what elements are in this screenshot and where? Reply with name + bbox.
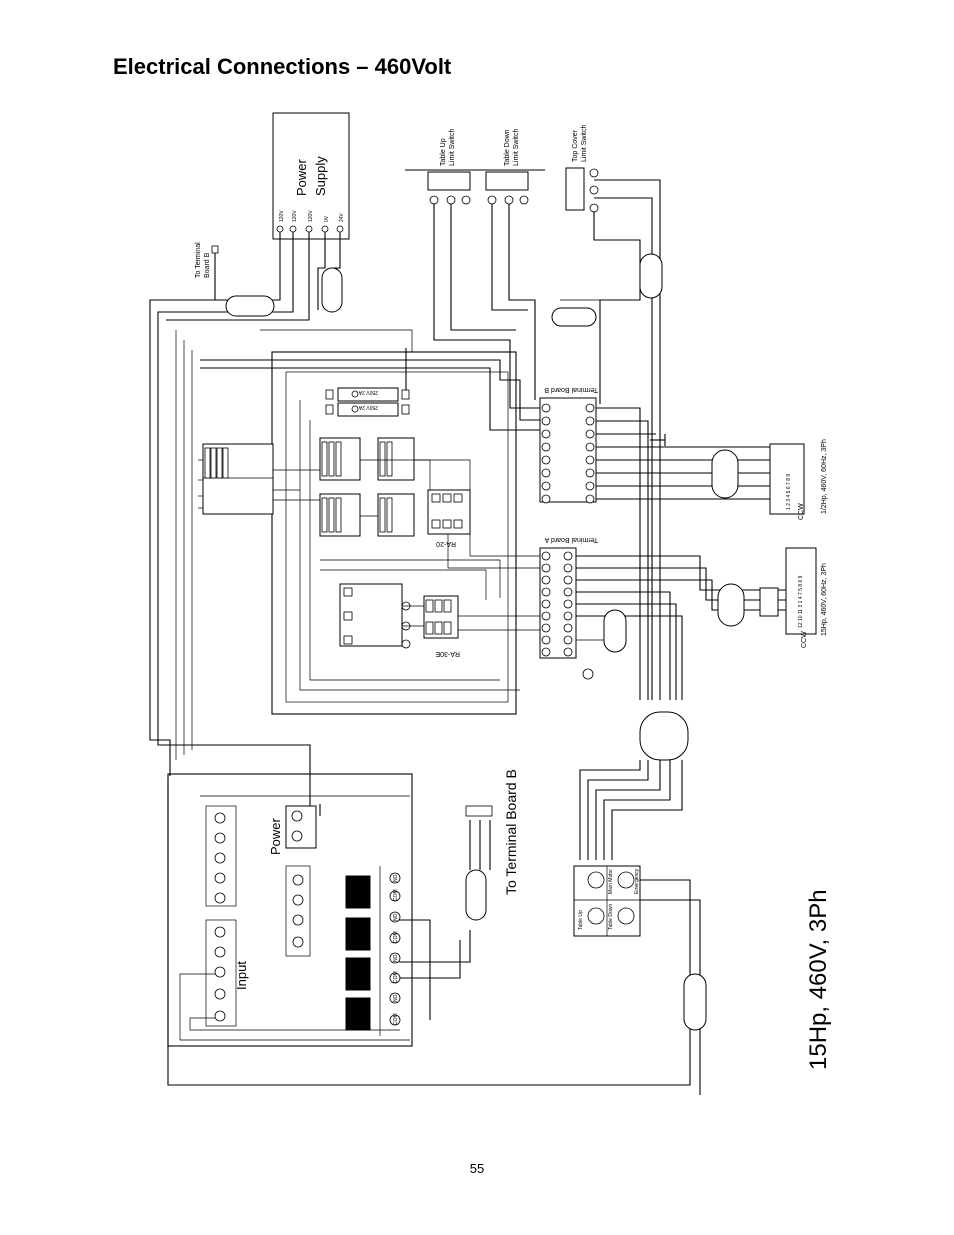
power-supply-label-1: Power [294, 158, 309, 196]
motor-1-rotation: CCW [798, 503, 805, 520]
svg-text:24V: 24V [339, 212, 345, 222]
svg-text:NO: NO [393, 874, 399, 882]
control-panel: Power Input NO COM NO COM NO [167, 773, 493, 1047]
table-up-limit-switch-label-2: Limit Switch [449, 129, 456, 166]
page-number: 55 [469, 1161, 485, 1176]
control-panel-terminals: NO COM NO COM NO COM NO COM [389, 872, 401, 1026]
page-title: Electrical Connections – 460Volt [113, 54, 452, 79]
svg-text:COM: COM [393, 1013, 399, 1025]
svg-text:120V: 120V [279, 210, 285, 222]
svg-text:COM: COM [393, 889, 399, 901]
motor-2: 12 10 11 3 1 4 7 5 8 6 9 CCW 15Hp, 460V,… [759, 547, 828, 648]
power-supply-label-2: Supply [313, 156, 328, 196]
limit-switches: Table Up Limit Switch Table Down Limit S… [405, 125, 599, 213]
contactor-ra20-label: RA-20 [436, 540, 456, 547]
terminal-board-a-terminals [541, 551, 573, 657]
svg-text:120V: 120V [308, 210, 314, 222]
top-cover-limit-switch-label-2: Limit Switch [581, 125, 588, 162]
svg-text:NO: NO [393, 954, 399, 962]
motor-1-name: 1/2Hp, 460V, 60Hz, 3Ph [821, 439, 828, 514]
switch-panel: Table Up Main Motor Table Down Emergency [573, 865, 641, 937]
control-panel-power-label: Power [268, 817, 283, 855]
svg-text:NO: NO [393, 913, 399, 921]
motor-2-rotation: CCW [801, 631, 808, 648]
svg-text:250V 2A: 250V 2A [358, 404, 378, 410]
motor-2-name: 15Hp, 460V, 60Hz, 3Ph [821, 563, 828, 636]
svg-text:120V: 120V [292, 210, 298, 222]
wires [149, 179, 800, 1095]
svg-text:COM: COM [393, 931, 399, 943]
control-panel-input-label: Input [234, 961, 249, 990]
motor-1: 1 2 3 4 5 6 7 8 9 CCW 1/2Hp, 460V, 60Hz,… [769, 439, 828, 520]
to-terminal-board-b-label-small-1: To Terminal [195, 242, 202, 278]
svg-text:Main Motor: Main Motor [608, 869, 614, 894]
contactor-ra30e-label: RA-30E [435, 650, 460, 657]
relay-terminals [321, 441, 393, 533]
svg-text:Emergency: Emergency [634, 868, 640, 894]
power-supply-terminals: 120V 120V 120V 0V 24V [276, 210, 345, 233]
svg-text:Table Up: Table Up [578, 910, 584, 930]
svg-text:COM: COM [393, 971, 399, 983]
table-down-limit-switch-label-1: Table Down [504, 129, 511, 166]
motor-1-terminals: 1 2 3 4 5 6 7 8 9 [786, 474, 792, 510]
table-up-limit-switch-label-1: Table Up [440, 138, 447, 166]
terminal-board-a-label: Terminal Board A [544, 536, 598, 543]
power-supply: Power Supply 120V 120V 120V 0V 24V [272, 112, 350, 240]
control-cabinet: 250V 2A 250V 2A [202, 351, 598, 715]
table-down-limit-switch-label-2: Limit Switch [513, 129, 520, 166]
top-cover-limit-switch-label-1: Top Cover [572, 129, 579, 162]
motor-2-terminals: 12 10 11 3 1 4 7 5 8 6 9 [798, 575, 804, 628]
terminal-board-b-label: Terminal Board B [544, 386, 598, 393]
terminal-board-b-terminals [541, 403, 595, 504]
to-terminal-board-b-label-large: To Terminal Board B [503, 769, 519, 895]
cable-sleeves [225, 253, 745, 1031]
svg-text:0V: 0V [324, 215, 330, 222]
svg-text:250V 2A: 250V 2A [358, 389, 378, 395]
svg-text:Table Down: Table Down [608, 904, 614, 930]
to-terminal-board-b-label-small-2: Board B [204, 252, 211, 278]
main-caption: 15Hp, 460V, 3Ph [805, 889, 832, 1070]
svg-text:NO: NO [393, 994, 399, 1002]
